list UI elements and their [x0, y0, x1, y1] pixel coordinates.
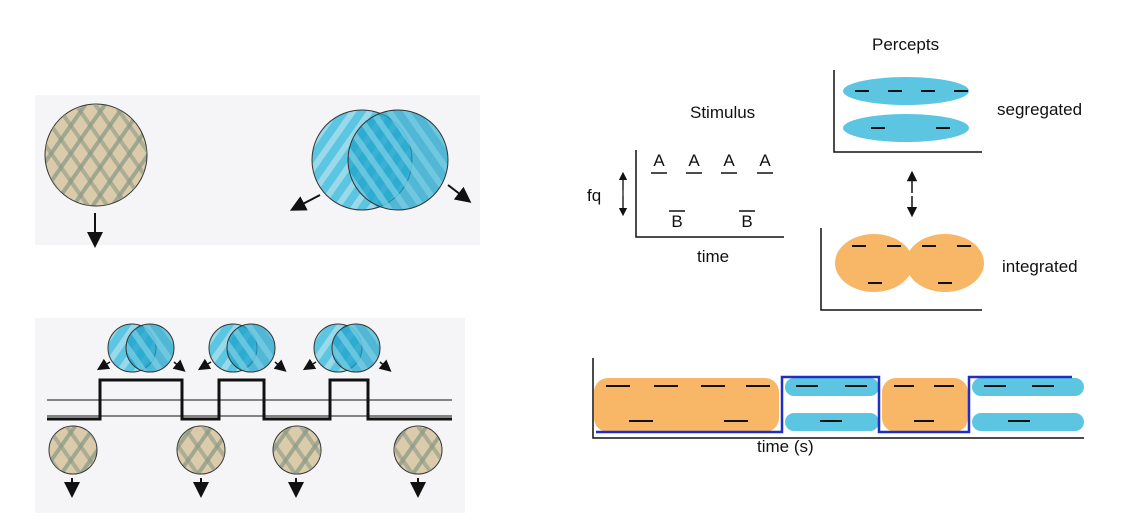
plaid-small-3: [272, 425, 322, 498]
tone-a-label: A: [653, 151, 665, 170]
stimulus-y-label: fq: [587, 186, 602, 205]
stimulus-x-label: time: [697, 247, 730, 266]
streaming-diagram: [592, 70, 1084, 439]
plaid-small-1: [48, 425, 98, 498]
timeline-integrated-1: [594, 378, 779, 432]
tone-a-label: A: [723, 151, 735, 170]
plaid-small-4: [393, 425, 443, 498]
timeline-x-label: time (s): [757, 437, 814, 456]
plaid-illustration: [35, 95, 480, 513]
plaid-small-2: [176, 425, 226, 498]
gratings-small-3: [302, 323, 392, 373]
integrated-blob-2: [906, 234, 984, 292]
tone-a-label: A: [759, 151, 771, 170]
tone-b-label: B: [671, 212, 683, 231]
timeline-axes: [592, 358, 1084, 439]
tone-a-label: A: [688, 151, 700, 170]
integrated-blob-1: [835, 234, 913, 292]
segregated-stream-a: [843, 77, 969, 105]
integrated-label: integrated: [1002, 257, 1078, 276]
gratings-small-1: [96, 323, 186, 373]
stimulus-axes: [635, 150, 784, 238]
timeline-percept-trace: [596, 375, 1072, 434]
tone-b-label: B: [741, 212, 753, 231]
segregated-stream-b: [843, 114, 969, 142]
grating-left-arrow: [289, 194, 321, 211]
percept-square-wave: [47, 378, 452, 421]
gratings-large: [311, 109, 449, 211]
timeline-integrated-2: [882, 378, 968, 432]
timeline-seg-1-top: [785, 378, 879, 396]
segregated-axes: [833, 70, 982, 153]
timeline-seg-2-top: [972, 378, 1084, 396]
stimulus-title: Stimulus: [690, 103, 756, 122]
segregated-label: segregated: [997, 100, 1083, 119]
gratings-small-2: [197, 323, 287, 373]
plaid-large: [44, 103, 148, 207]
percepts-title: Percepts: [872, 35, 940, 54]
integrated-axes: [820, 228, 982, 311]
grating-right-arrow: [447, 184, 472, 203]
